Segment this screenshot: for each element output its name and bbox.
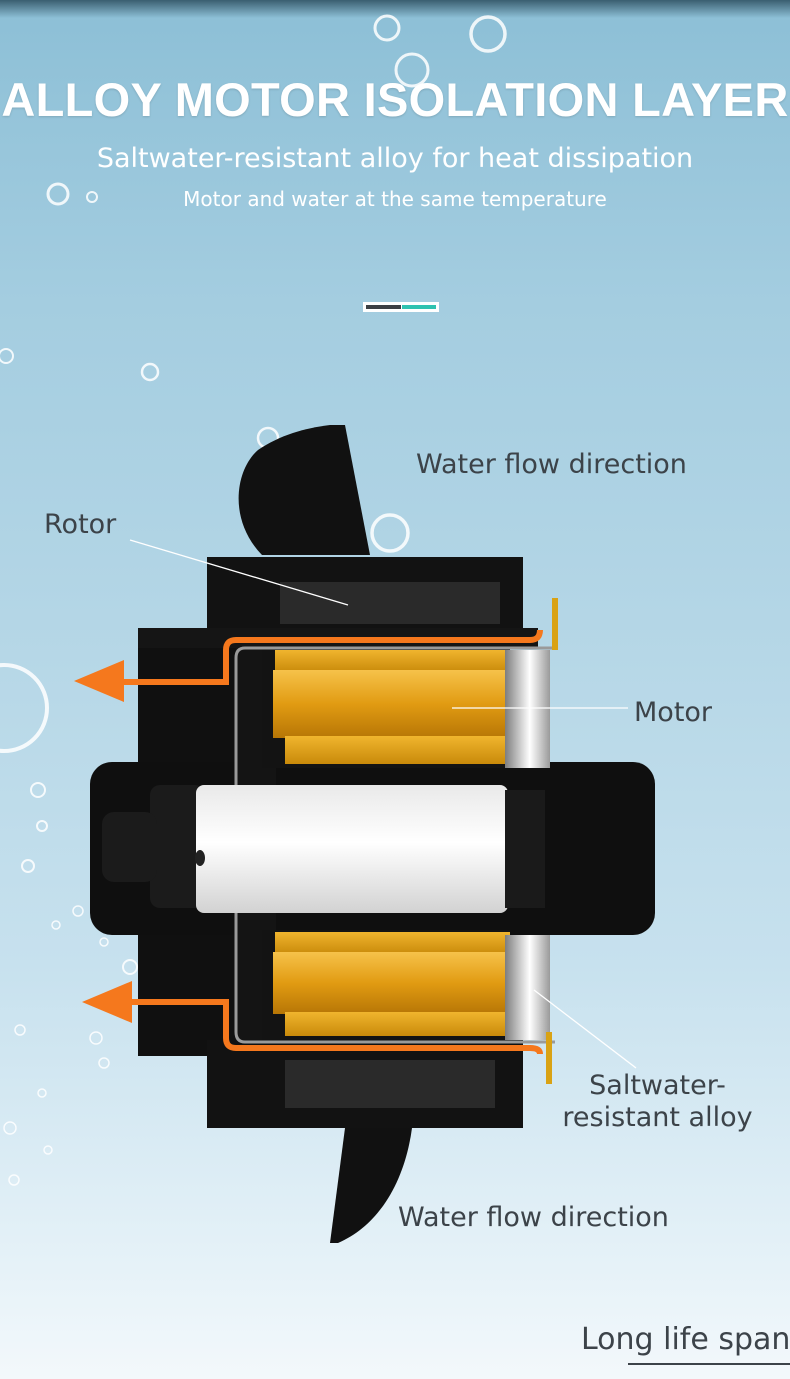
label-water-flow-top: Water flow direction [416,449,687,480]
water-flow-arrows [74,512,558,1180]
divider-segment-dark [366,305,401,309]
label-motor: Motor [634,697,713,728]
page-title: ALLOY MOTOR ISOLATION LAYER [1,73,789,126]
leader-lines [129,539,637,1069]
label-rotor: Rotor [44,509,117,540]
section-divider [363,302,439,312]
rotor-blade-top [238,425,370,555]
label-water-flow-bottom: Water flow direction [398,1202,669,1233]
page-subtitle: Saltwater-resistant alloy for heat dissi… [96,143,694,174]
top-edge-shade [0,0,790,18]
label-saltwater-alloy: Saltwater-resistant alloy [562,1070,753,1133]
bearing-bottom [505,935,550,1040]
motor-coils [262,648,513,1040]
divider-segment-teal [402,305,436,309]
tagline-underline [628,1363,790,1365]
page-caption: Motor and water at the same temperature [183,187,607,211]
bearing-top [505,650,550,768]
rotor-blade-bottom [330,1128,412,1243]
footer-tagline: Long life span [581,1322,790,1357]
rotor-shaft [102,785,545,913]
